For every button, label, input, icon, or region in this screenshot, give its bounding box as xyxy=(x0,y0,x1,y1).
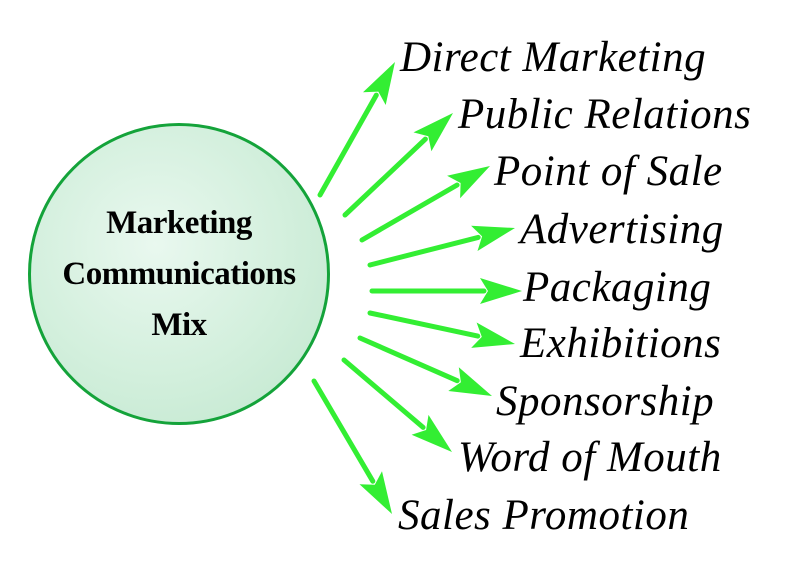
item-label-public-relations: Public Relations xyxy=(458,91,752,138)
arrow-point-of-sale xyxy=(359,166,490,243)
arrow-head xyxy=(480,278,522,304)
arrow-advertising xyxy=(367,225,515,268)
arrow-packaging xyxy=(369,278,522,304)
arrow-shaft xyxy=(367,310,481,339)
arrow-sponsorship xyxy=(357,335,492,396)
item-label-word-of-mouth: Word of Mouth xyxy=(458,434,722,481)
arrow-head xyxy=(448,367,492,396)
arrow-shaft xyxy=(311,378,376,484)
item-label-direct-marketing: Direct Marketing xyxy=(400,34,707,81)
arrow-head xyxy=(411,414,452,452)
arrow-exhibitions xyxy=(367,310,515,348)
arrow-shaft xyxy=(359,182,460,243)
item-label-advertising: Advertising xyxy=(520,206,724,253)
item-label-sponsorship: Sponsorship xyxy=(496,378,715,425)
arrow-head xyxy=(363,62,395,105)
arrow-direct-marketing xyxy=(317,62,395,198)
item-label-sales-promotion: Sales Promotion xyxy=(398,492,690,539)
arrow-head xyxy=(359,471,392,514)
arrow-shaft xyxy=(341,357,426,430)
item-label-packaging: Packaging xyxy=(523,264,712,311)
hub-title-line-3: Mix xyxy=(151,306,207,343)
arrow-head xyxy=(471,225,515,251)
arrow-sales-promotion xyxy=(311,378,392,514)
arrow-head xyxy=(471,322,515,348)
hub-circle: Marketing Communications Mix xyxy=(28,123,330,425)
arrow-head xyxy=(447,166,490,199)
item-label-exhibitions: Exhibitions xyxy=(520,320,722,367)
arrow-shaft xyxy=(317,92,379,198)
hub-title-line-1: Marketing xyxy=(106,204,252,241)
arrow-word-of-mouth xyxy=(341,357,452,452)
arrow-shaft xyxy=(342,136,428,218)
arrow-public-relations xyxy=(342,113,453,218)
arrow-shaft xyxy=(357,335,460,384)
item-label-point-of-sale: Point of Sale xyxy=(494,148,723,195)
hub-title-line-2: Communications xyxy=(62,255,296,292)
arrow-head xyxy=(413,113,453,152)
arrow-shaft xyxy=(367,234,481,268)
